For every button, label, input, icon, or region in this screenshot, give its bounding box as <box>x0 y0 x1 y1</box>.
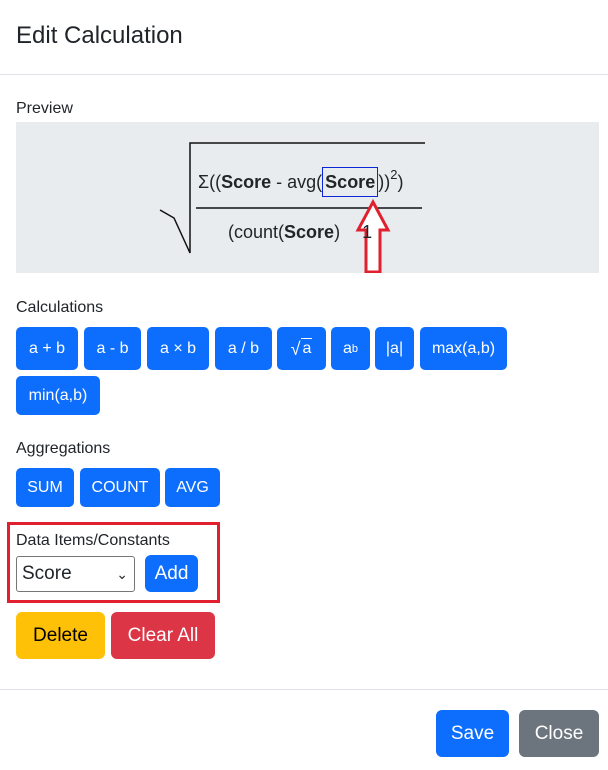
data-items-label: Data Items/Constants <box>16 532 170 549</box>
modal-title: Edit Calculation <box>16 22 183 49</box>
formula-preview: Σ((Score - avg(Score))2) (count(Score)1 <box>16 122 599 273</box>
save-button[interactable]: Save <box>436 710 509 757</box>
sqrt-op-button[interactable]: √a <box>277 327 326 370</box>
annotation-arrow-icon <box>355 198 391 273</box>
formula-graphics <box>159 142 425 273</box>
delete-button[interactable]: Delete <box>16 612 105 659</box>
abs-op-button[interactable]: |a| <box>375 327 414 370</box>
calculations-label: Calculations <box>16 299 104 316</box>
add-data-item-button[interactable]: Add <box>145 555 198 592</box>
preview-label: Preview <box>16 100 73 117</box>
formula-numerator: Σ((Score - avg(Score))2) <box>198 166 403 197</box>
sqrt-icon: √ <box>290 338 301 359</box>
subtract-op-button[interactable]: a - b <box>84 327 141 370</box>
footer-divider <box>0 689 608 690</box>
multiply-op-button[interactable]: a × b <box>147 327 209 370</box>
avg-agg-button[interactable]: AVG <box>165 468 220 507</box>
add-op-button[interactable]: a + b <box>16 327 78 370</box>
max-op-button[interactable]: max(a,b) <box>420 327 507 370</box>
clear-all-button[interactable]: Clear All <box>111 612 215 659</box>
sum-agg-button[interactable]: SUM <box>16 468 74 507</box>
aggregations-label: Aggregations <box>16 440 111 457</box>
close-button[interactable]: Close <box>519 710 599 757</box>
divide-op-button[interactable]: a / b <box>215 327 272 370</box>
formula-denominator: (count(Score)1 <box>228 222 373 242</box>
header-divider <box>0 74 608 75</box>
annotation-highlight-frame <box>7 522 220 603</box>
data-item-select[interactable]: Score ⌄ <box>16 556 135 592</box>
radical-sign <box>159 142 425 254</box>
selected-term[interactable]: Score <box>322 167 379 197</box>
min-op-button[interactable]: min(a,b) <box>16 376 100 415</box>
count-agg-button[interactable]: COUNT <box>80 468 160 507</box>
chevron-down-icon: ⌄ <box>116 566 128 582</box>
